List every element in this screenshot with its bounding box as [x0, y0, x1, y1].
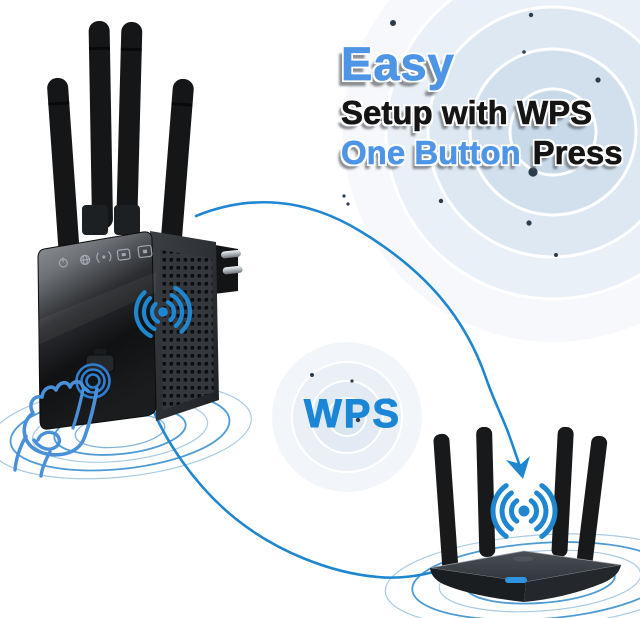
headline-easy: Easy [341, 37, 455, 90]
wifi-signal-icon-extender [133, 285, 193, 339]
connection-curve-top [194, 200, 523, 472]
connection-curve-bottom [148, 400, 439, 579]
wifi-signal-icon-router [490, 483, 558, 539]
headline-one-button: One Button [341, 134, 521, 171]
signal-ripples-wps [272, 342, 422, 492]
router-led-icon [116, 248, 131, 261]
touch-hand-icon [13, 363, 111, 478]
arrow-down-icon [506, 456, 530, 479]
extender-led-panel [58, 244, 153, 268]
decor-specks [310, 12, 601, 423]
internet-led-icon [79, 254, 91, 265]
router-led [505, 577, 527, 583]
wifi-extender-device [37, 20, 243, 430]
power-led-icon [58, 257, 68, 268]
wps-label: WPS [303, 392, 402, 437]
headline-one-button-press: One Button Press [341, 134, 623, 171]
headline-press: Press [532, 134, 623, 171]
headline: Easy Setup with WPS One Button Press [341, 37, 623, 171]
connection-curves [148, 200, 523, 579]
client-led-icon [137, 244, 153, 259]
wifi-router-device [429, 426, 622, 602]
signal-led-icon [96, 251, 112, 264]
headline-setup-with-wps: Setup with WPS [341, 94, 593, 131]
signal-ripples-large [343, 0, 640, 342]
